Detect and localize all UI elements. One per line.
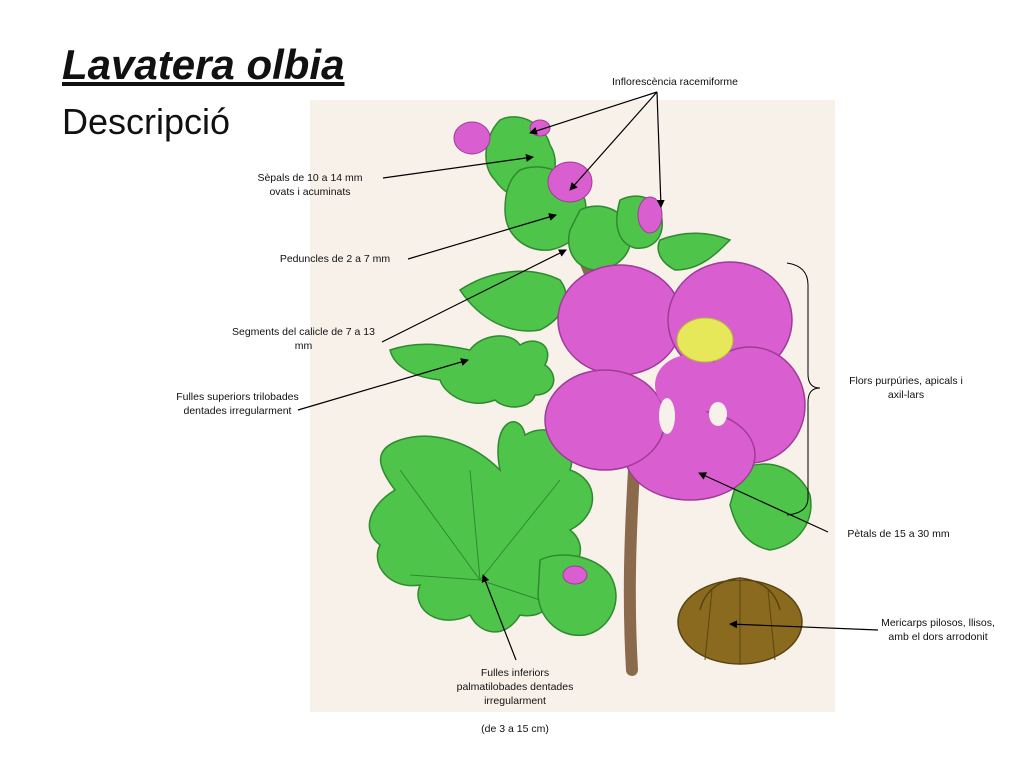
label-sepals-line-1: Sèpals de 10 a 14 mm: [257, 172, 363, 184]
label-upper-leaves: Fulles superiors trilobades dentades irr…: [165, 390, 310, 418]
label-mericarps-line-1: Mericarps pilosos, llisos,: [881, 617, 995, 629]
arrow-inflorescence-2: [569, 91, 658, 191]
label-peduncles-text: Peduncles de 2 a 7 mm: [279, 253, 391, 265]
label-sepals: Sèpals de 10 a 14 mm ovats i acuminats: [240, 171, 380, 199]
right-leaf: [729, 463, 812, 551]
label-peduncles: Peduncles de 2 a 7 mm: [270, 252, 400, 266]
arrow-lower-leaves: [481, 574, 517, 661]
annotation-arrows: [297, 91, 879, 661]
label-lower-leaves-line-3: irregularment: [484, 695, 546, 707]
label-flowers-line-1: Flors purpúries, apicals i: [849, 375, 963, 387]
arrow-petals: [698, 472, 829, 533]
page-subtitle: Descripció: [62, 101, 231, 142]
arrow-sepals: [382, 154, 534, 179]
page-title: Lavatera olbia: [62, 41, 345, 88]
label-petals-text: Pètals de 15 a 30 mm: [847, 528, 950, 540]
label-lower-leaves: Fulles inferiors palmatilobades dentades…: [445, 666, 585, 708]
label-inflorescence: Inflorescència racemiforme: [600, 75, 750, 89]
arrow-calyx: [381, 249, 567, 343]
arrow-inflorescence-1: [529, 91, 658, 135]
label-size-note-text: (de 3 a 15 cm): [481, 723, 549, 735]
lower-leaf-veins: [399, 469, 561, 601]
label-flowers: Flors purpúries, apicals i axil-lars: [836, 374, 976, 402]
arrow-mericarps: [729, 620, 879, 631]
flowers-bracket: [786, 262, 821, 516]
label-flowers-line-2: axil-lars: [887, 389, 925, 401]
upper-leaf: [389, 335, 555, 408]
label-upper-leaves-line-2: dentades irregularment: [183, 405, 292, 417]
label-lower-leaves-line-1: Fulles inferiors: [480, 667, 550, 679]
inflorescence-cluster: [453, 116, 663, 271]
arrow-peduncles: [407, 213, 557, 260]
label-size-note: (de 3 a 15 cm): [465, 722, 565, 736]
label-sepals-line-2: ovats i acuminats: [269, 186, 351, 198]
label-mericarps-line-2: amb el dors arrodonit: [888, 631, 988, 643]
label-mericarps: Mericarps pilosos, llisos, amb el dors a…: [870, 616, 1006, 644]
main-flower: [544, 261, 806, 501]
label-calyx-line-2: mm: [294, 340, 313, 352]
label-upper-leaves-line-1: Fulles superiors trilobades: [176, 391, 299, 403]
label-inflorescence-text: Inflorescència racemiforme: [611, 76, 739, 88]
arrow-upper-leaves: [297, 358, 469, 411]
label-calyx: Segments del calicle de 7 a 13 mm: [226, 325, 381, 353]
arrow-inflorescence-3: [656, 91, 665, 208]
label-petals: Pètals de 15 a 30 mm: [836, 527, 961, 541]
lower-bud: [537, 554, 617, 636]
mericarp-fruit: [677, 577, 803, 665]
label-lower-leaves-line-2: palmatilobades dentades: [456, 681, 574, 693]
upper-right-leaf: [657, 232, 732, 271]
label-calyx-line-1: Segments del calicle de 7 a 13: [231, 326, 375, 338]
